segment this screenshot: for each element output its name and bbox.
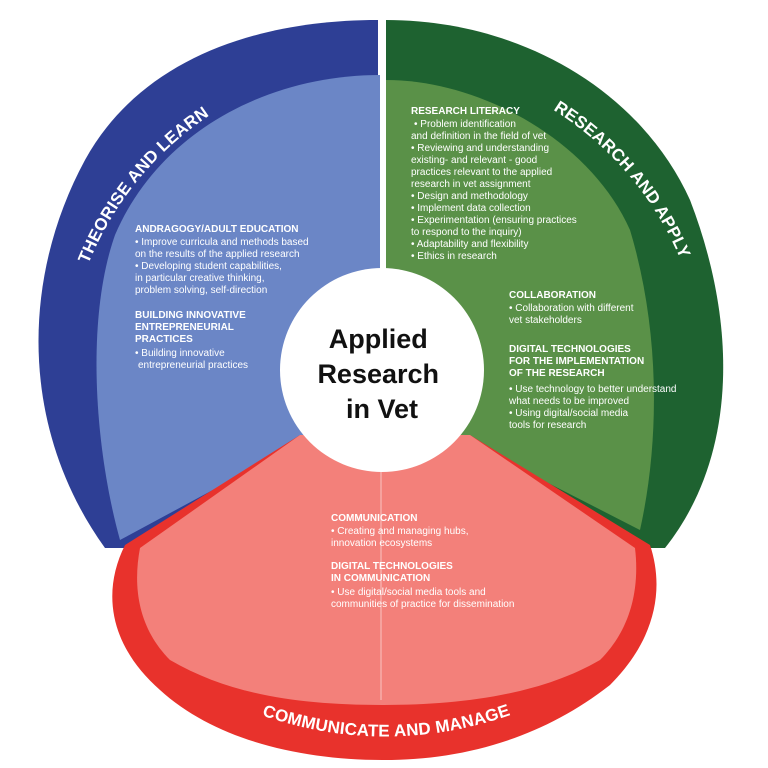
heading-collaboration: COLLABORATION xyxy=(509,290,596,301)
items-entrepreneurial: • Building innovative entrepreneurial pr… xyxy=(135,348,248,371)
center-hub: Applied Research in Vet xyxy=(280,268,484,472)
research-content: RESEARCH LITERACY • Problem identificati… xyxy=(411,106,679,431)
items-digital-communication: • Use digital/social media tools and com… xyxy=(331,587,514,610)
center-title: Applied Research in Vet xyxy=(317,324,446,424)
communicate-inner-fill xyxy=(137,435,637,705)
heading-digital-implementation: DIGITAL TECHNOLOGIES FOR THE IMPLEMENTAT… xyxy=(509,344,647,379)
items-andragogy: • Improve curricula and methods based on… xyxy=(135,237,311,296)
heading-entrepreneurial: BUILDING INNOVATIVE ENTREPRENEURIAL PRAC… xyxy=(135,310,249,345)
heading-andragogy: ANDRAGOGY/ADULT EDUCATION xyxy=(135,224,299,235)
theorise-content: ANDRAGOGY/ADULT EDUCATION • Improve curr… xyxy=(135,224,311,371)
heading-communication: COMMUNICATION xyxy=(331,513,417,524)
items-research-literacy: • Problem identification and definition … xyxy=(411,119,580,262)
items-communication: • Creating and managing hubs, innovation… xyxy=(331,526,471,549)
segment-communicate-and-manage: COMMUNICATE AND MANAGE COMMUNICATION • C… xyxy=(112,435,657,760)
items-digital-implementation: • Use technology to better understand wh… xyxy=(508,384,679,431)
center-circle xyxy=(280,268,484,472)
heading-research-literacy: RESEARCH LITERACY xyxy=(411,106,520,117)
items-collaboration: • Collaboration with different vet stake… xyxy=(509,303,636,326)
